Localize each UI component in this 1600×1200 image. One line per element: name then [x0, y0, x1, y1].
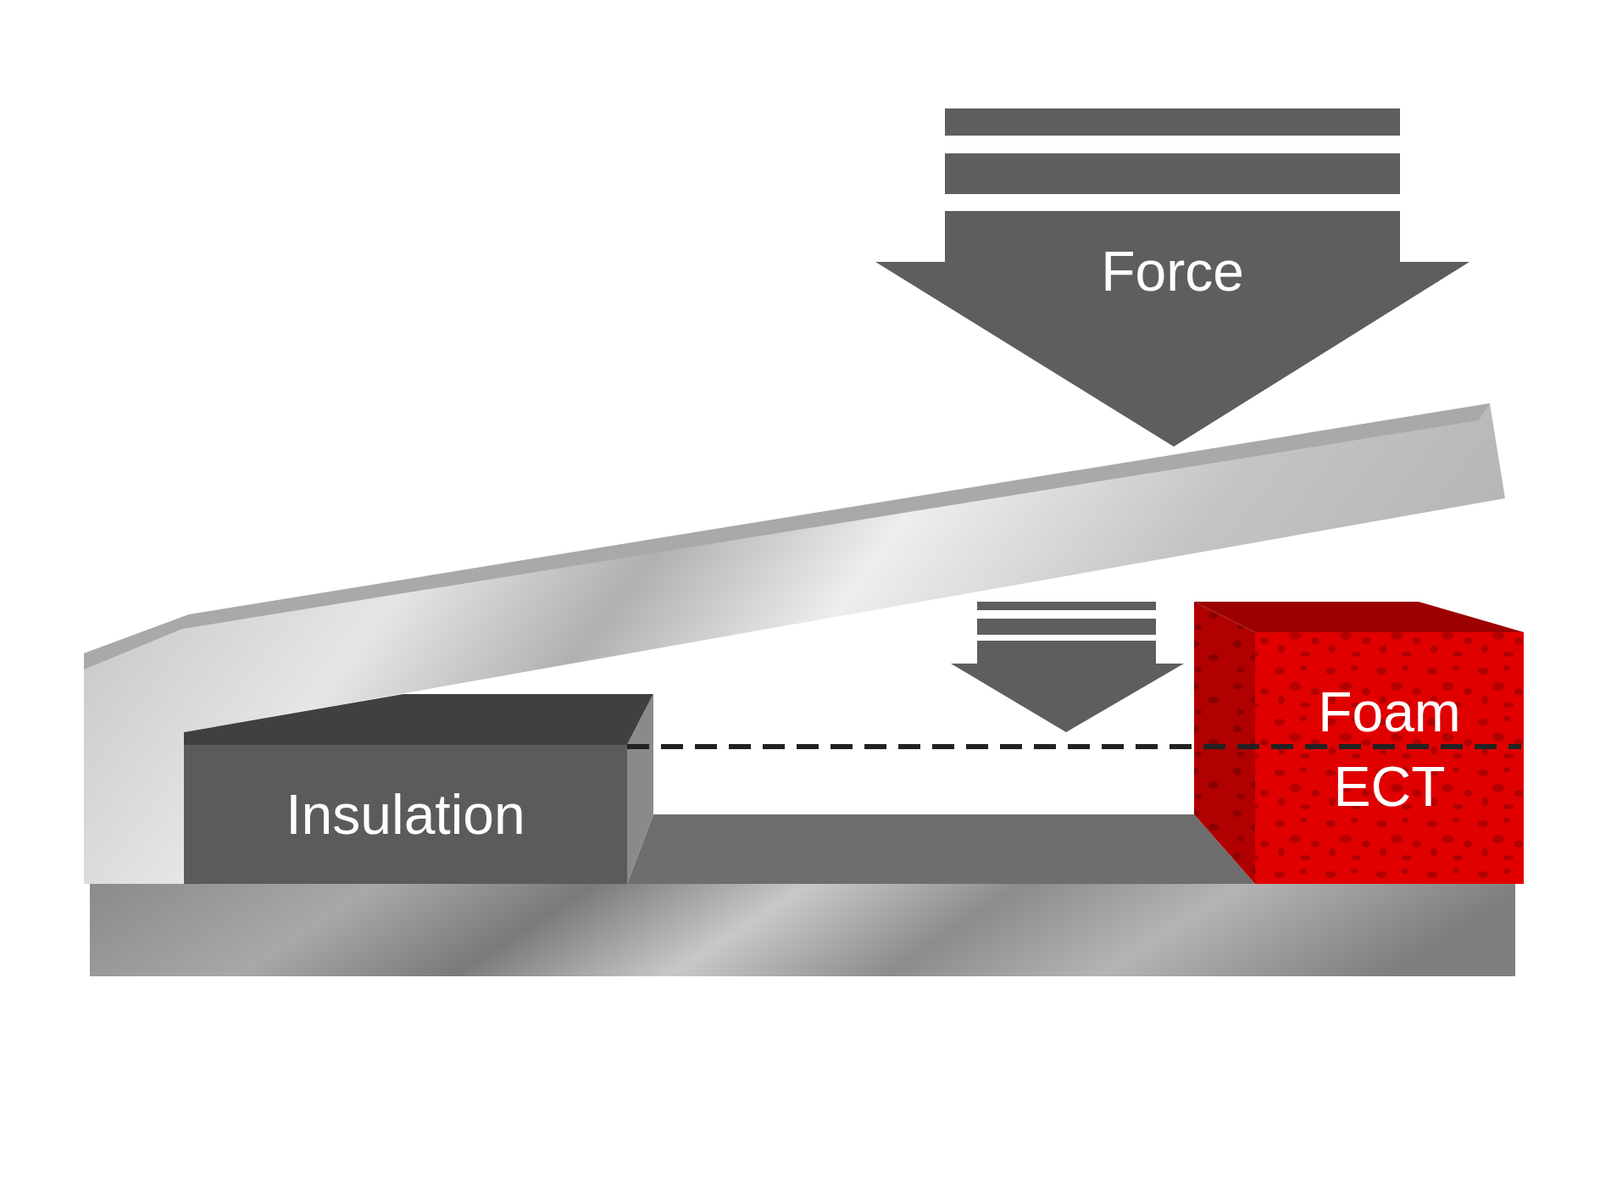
- foam-ect-block: Foam ECT: [1255, 632, 1524, 884]
- insulation-front-face: [183, 744, 628, 884]
- node-label: Insulation: [285, 777, 526, 852]
- force-arrow: Force: [875, 108, 1470, 447]
- node-label: Force: [1100, 233, 1245, 309]
- insulation-block: Insulation: [183, 744, 628, 884]
- small-force-arrow: [950, 601, 1184, 733]
- node-label: Foam ECT: [1279, 674, 1500, 824]
- compression-line: [627, 744, 1522, 750]
- base-plate: [89, 883, 1516, 977]
- circuit-board: [627, 814, 1256, 884]
- insulation-top-face: [183, 694, 654, 745]
- insulation-side-face: [627, 694, 654, 884]
- foam-side-face: [1194, 601, 1256, 884]
- foam-front-face: [1255, 632, 1524, 884]
